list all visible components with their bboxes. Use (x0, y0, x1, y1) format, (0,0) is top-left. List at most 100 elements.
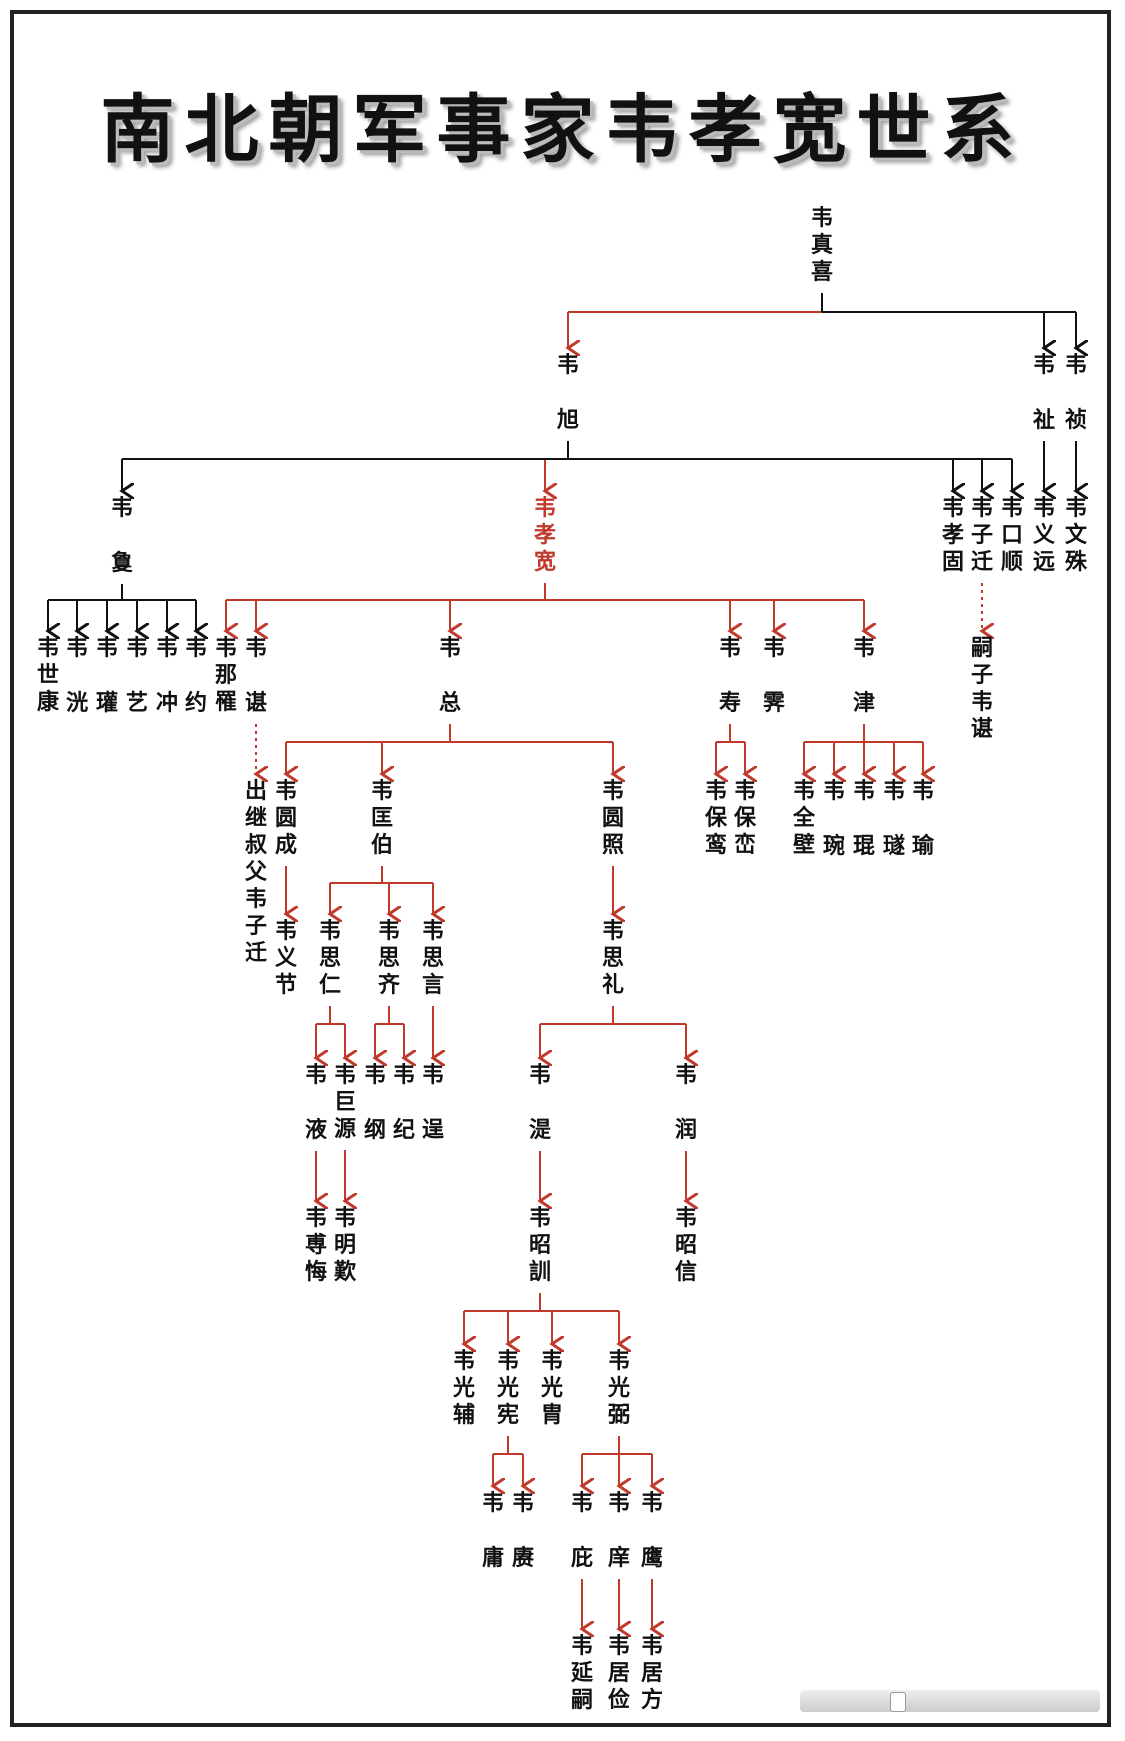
person-node: 韦瓘 (96, 636, 118, 716)
person-node: 韦孝固 (941, 496, 964, 575)
person-name: 韦瓘 (96, 636, 118, 716)
person-node: 韦孝宽 (533, 496, 556, 575)
person-node: 韦思礼 (602, 919, 624, 998)
person-node: 韦寿 (719, 636, 741, 716)
person-node: 韦谌 (245, 636, 267, 716)
person-name: 嗣子韦谌 (971, 636, 993, 742)
horizontal-scrollbar[interactable] (800, 1690, 1100, 1712)
person-node: 韦润 (675, 1063, 697, 1143)
person-name: 韦液 (305, 1063, 327, 1143)
person-node: 韦光宪 (496, 1349, 519, 1428)
person-node: 韦圆照 (602, 779, 624, 858)
person-name: 韦义远 (1033, 496, 1055, 575)
person-name: 韦那罹 (215, 636, 237, 715)
person-name: 韦思言 (422, 919, 444, 998)
person-node: 韦全壁 (792, 779, 816, 858)
person-name: 韦光胄 (540, 1349, 563, 1428)
person-name: 韦冲 (156, 636, 178, 716)
person-name: 韦琬 (823, 779, 845, 859)
person-name: 韦光宪 (496, 1349, 519, 1428)
person-name: 韦赓 (512, 1491, 535, 1571)
person-node: 韦纪 (393, 1063, 415, 1143)
person-name: 韦纪 (393, 1063, 415, 1143)
person-node: 韦子迁 (971, 496, 993, 575)
person-name: 韦霁 (763, 636, 785, 716)
person-node: 出继叔父韦子迁 (245, 779, 268, 966)
person-name: 韦洸 (66, 636, 88, 716)
person-node: 韦瑜 (912, 779, 935, 859)
person-node: 韦保鸾 (704, 779, 728, 858)
person-node: 韦口顺 (1001, 496, 1023, 575)
person-name: 韦敻 (111, 496, 133, 576)
person-node: 韦光胄 (540, 1349, 563, 1428)
person-node: 韦居方 (641, 1634, 663, 1713)
person-name: 韦文殊 (1065, 496, 1088, 575)
person-name: 韦光辅 (452, 1349, 475, 1428)
person-name: 韦尃悔 (305, 1206, 327, 1285)
person-node: 韦明歎 (334, 1206, 357, 1285)
person-node: 韦世康 (37, 636, 60, 715)
person-name: 韦巨源 (334, 1063, 356, 1142)
person-node: 韦那罹 (215, 636, 237, 715)
person-node: 韦艺 (126, 636, 148, 716)
person-node: 韦旭 (556, 353, 579, 433)
person-node: 韦思齐 (378, 919, 401, 998)
person-name: 韦思齐 (378, 919, 401, 998)
person-node: 韦巨源 (334, 1063, 356, 1142)
person-name: 韦匡伯 (371, 779, 393, 858)
person-node: 韦津 (853, 636, 875, 716)
person-name: 韦圆照 (602, 779, 624, 858)
person-node: 韦祯 (1064, 353, 1087, 433)
person-name: 韦居俭 (608, 1634, 630, 1713)
person-node: 韦逞 (422, 1063, 444, 1143)
person-name: 韦圆成 (275, 779, 297, 858)
person-node: 韦思仁 (319, 919, 341, 998)
person-node: 韦约 (185, 636, 207, 716)
person-node: 韦真喜 (811, 206, 833, 285)
person-name: 韦居方 (641, 1634, 663, 1713)
diagram-frame (10, 10, 1111, 1727)
person-name: 韦祉 (1033, 353, 1055, 433)
person-name: 韦真喜 (811, 206, 833, 285)
person-node: 韦义远 (1033, 496, 1055, 575)
person-node: 韦昭信 (675, 1206, 697, 1285)
person-name: 韦琨 (853, 779, 875, 859)
person-node: 韦祉 (1033, 353, 1055, 433)
person-node: 嗣子韦谌 (971, 636, 993, 742)
person-node: 韦庇 (571, 1491, 593, 1571)
person-node: 韦保峦 (733, 779, 757, 858)
person-node: 韦居俭 (608, 1634, 630, 1713)
person-name: 韦子迁 (971, 496, 993, 575)
person-node: 韦霁 (763, 636, 785, 716)
person-name: 韦庠 (608, 1491, 630, 1571)
person-node: 韦尃悔 (305, 1206, 327, 1285)
person-name: 韦义节 (275, 919, 297, 998)
person-name: 韦鹰 (641, 1491, 663, 1571)
person-node: 韦庸 (482, 1491, 504, 1571)
person-name: 韦寿 (719, 636, 741, 716)
person-name: 出继叔父韦子迁 (245, 779, 268, 966)
person-node: 韦鹰 (641, 1491, 663, 1571)
person-name: 韦庸 (482, 1491, 504, 1571)
person-name: 韦全壁 (792, 779, 816, 858)
person-node: 韦总 (439, 636, 461, 716)
person-name: 韦祯 (1064, 353, 1087, 433)
person-node: 韦思言 (422, 919, 444, 998)
person-node: 韦洸 (66, 636, 88, 716)
person-node: 韦液 (305, 1063, 327, 1143)
person-node: 韦琬 (823, 779, 845, 859)
person-name: 韦思礼 (602, 919, 624, 998)
scrollbar-thumb[interactable] (890, 1692, 906, 1712)
person-node: 韦光辅 (452, 1349, 475, 1428)
person-node: 韦昭訓 (529, 1206, 551, 1285)
person-name: 韦世康 (37, 636, 60, 715)
person-node: 韦冲 (156, 636, 178, 716)
person-name: 韦艺 (126, 636, 148, 716)
person-name: 韦瑜 (912, 779, 935, 859)
person-name: 韦保峦 (733, 779, 757, 858)
person-node: 韦纲 (364, 1063, 386, 1143)
person-node: 韦圆成 (275, 779, 297, 858)
person-name: 韦纲 (364, 1063, 386, 1143)
person-name: 韦孝宽 (533, 496, 556, 575)
